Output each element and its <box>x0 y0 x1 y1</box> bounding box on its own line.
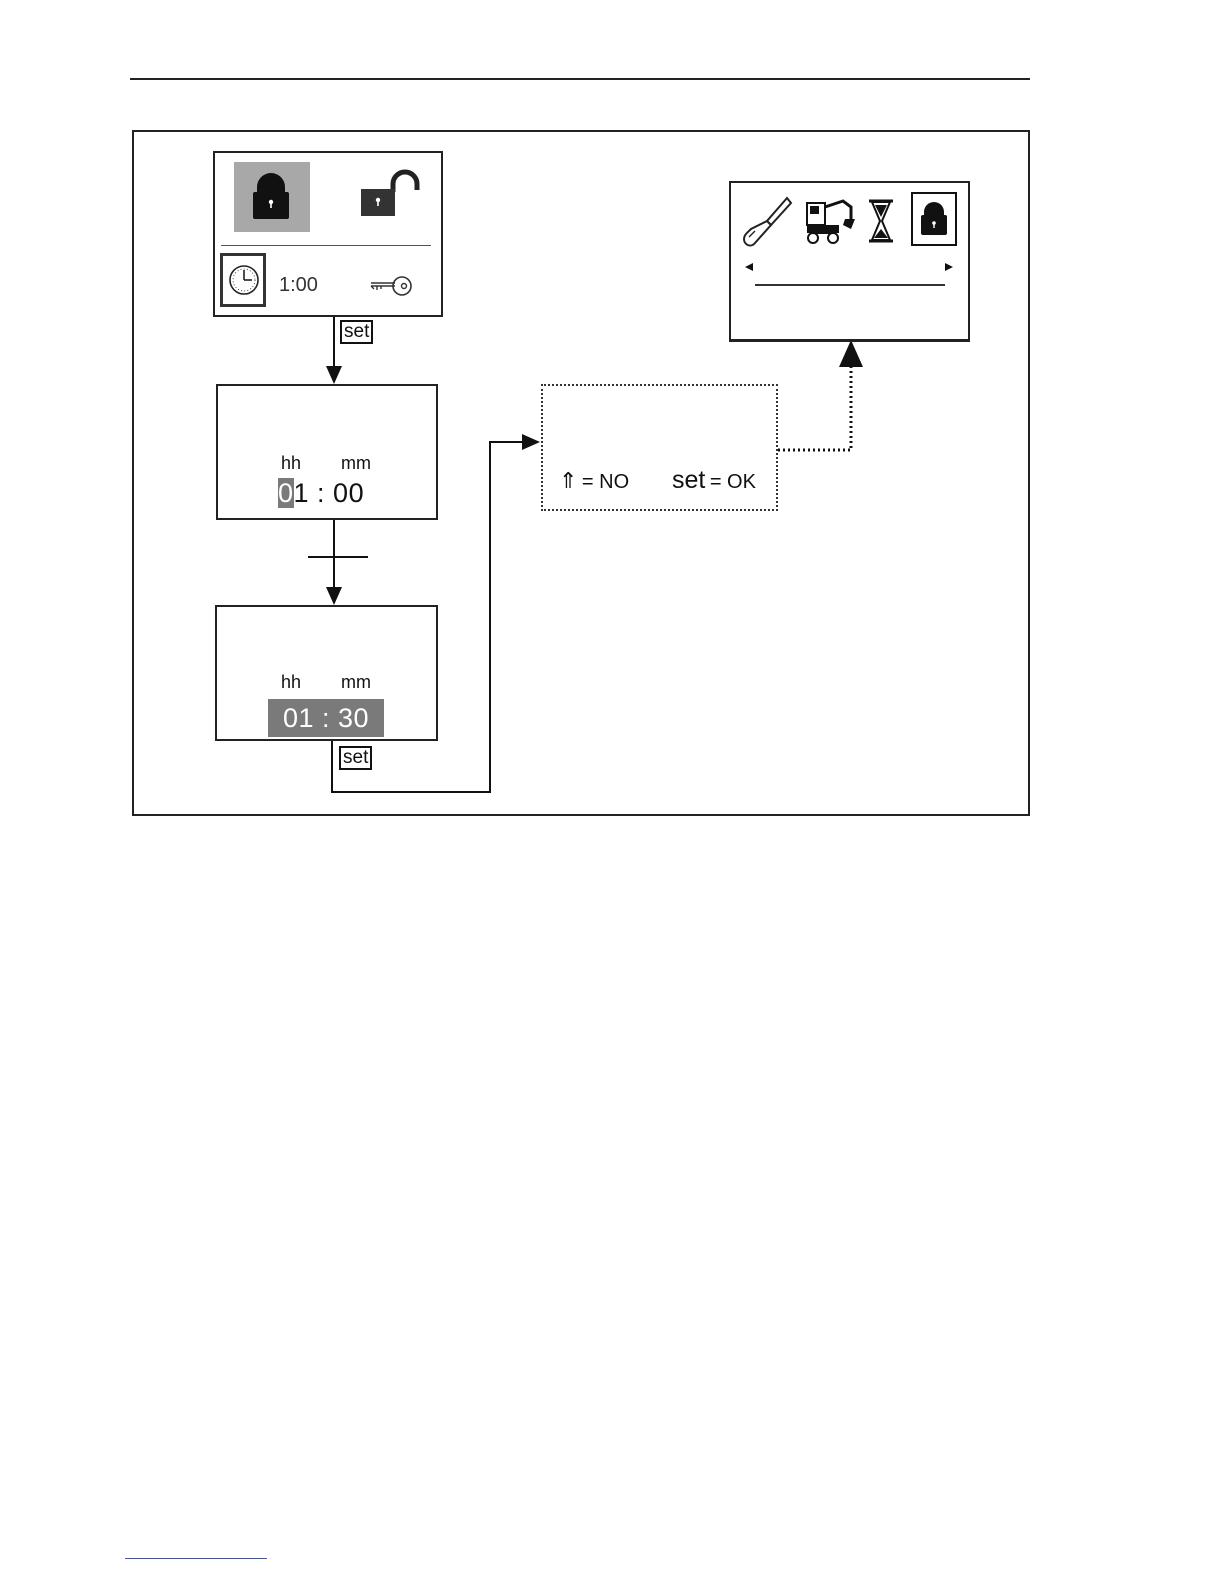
set-key-text: set <box>672 466 705 494</box>
lock-option-selected[interactable] <box>234 162 310 232</box>
lock-time-value: 1:00 <box>279 274 318 297</box>
time-rest: 1 : 00 <box>294 478 365 508</box>
lock-closed-icon <box>251 173 291 221</box>
hourglass-icon[interactable] <box>867 199 895 243</box>
lock-tab-selected[interactable] <box>911 192 957 246</box>
screen-time-set: hh mm 01 : 30 <box>215 605 438 741</box>
lock-icon <box>920 202 948 236</box>
hours-label: hh <box>281 453 301 474</box>
set-key-label-2: set <box>339 746 372 770</box>
hours-label: hh <box>281 672 301 693</box>
connector-confirm-final <box>778 343 851 450</box>
ok-text: = OK <box>710 471 756 493</box>
excavator-icon[interactable] <box>805 197 857 245</box>
wrench-icon[interactable] <box>741 195 793 249</box>
lock-open-icon[interactable] <box>359 172 421 218</box>
screen-lock-menu: 1:00 <box>213 151 443 317</box>
text-line-placeholder <box>755 284 945 286</box>
up-arrow-icon: ⇑ <box>559 468 577 493</box>
cursor-digit: 0 <box>278 478 294 508</box>
screen-time-entry: hh mm 01 : 00 <box>216 384 438 520</box>
arrow-right-icon[interactable] <box>943 261 955 273</box>
minutes-label: mm <box>341 453 371 474</box>
confirm-dialog: ⇑ = NO set = OK <box>541 384 778 511</box>
no-text: = NO <box>582 471 629 493</box>
set-key-label-1: set <box>340 320 373 344</box>
screen-final-menu <box>729 181 970 342</box>
arrow-left-icon[interactable] <box>743 261 755 273</box>
clock-option[interactable] <box>220 253 266 307</box>
time-input[interactable]: 01 : 00 <box>278 478 364 509</box>
time-value-selected[interactable]: 01 : 30 <box>268 699 384 737</box>
clock-icon <box>228 263 260 297</box>
ok-option[interactable]: set = OK <box>672 466 756 495</box>
minutes-label: mm <box>341 672 371 693</box>
no-option[interactable]: ⇑ = NO <box>559 468 629 494</box>
screen-divider <box>221 245 431 246</box>
key-icon <box>369 275 413 297</box>
